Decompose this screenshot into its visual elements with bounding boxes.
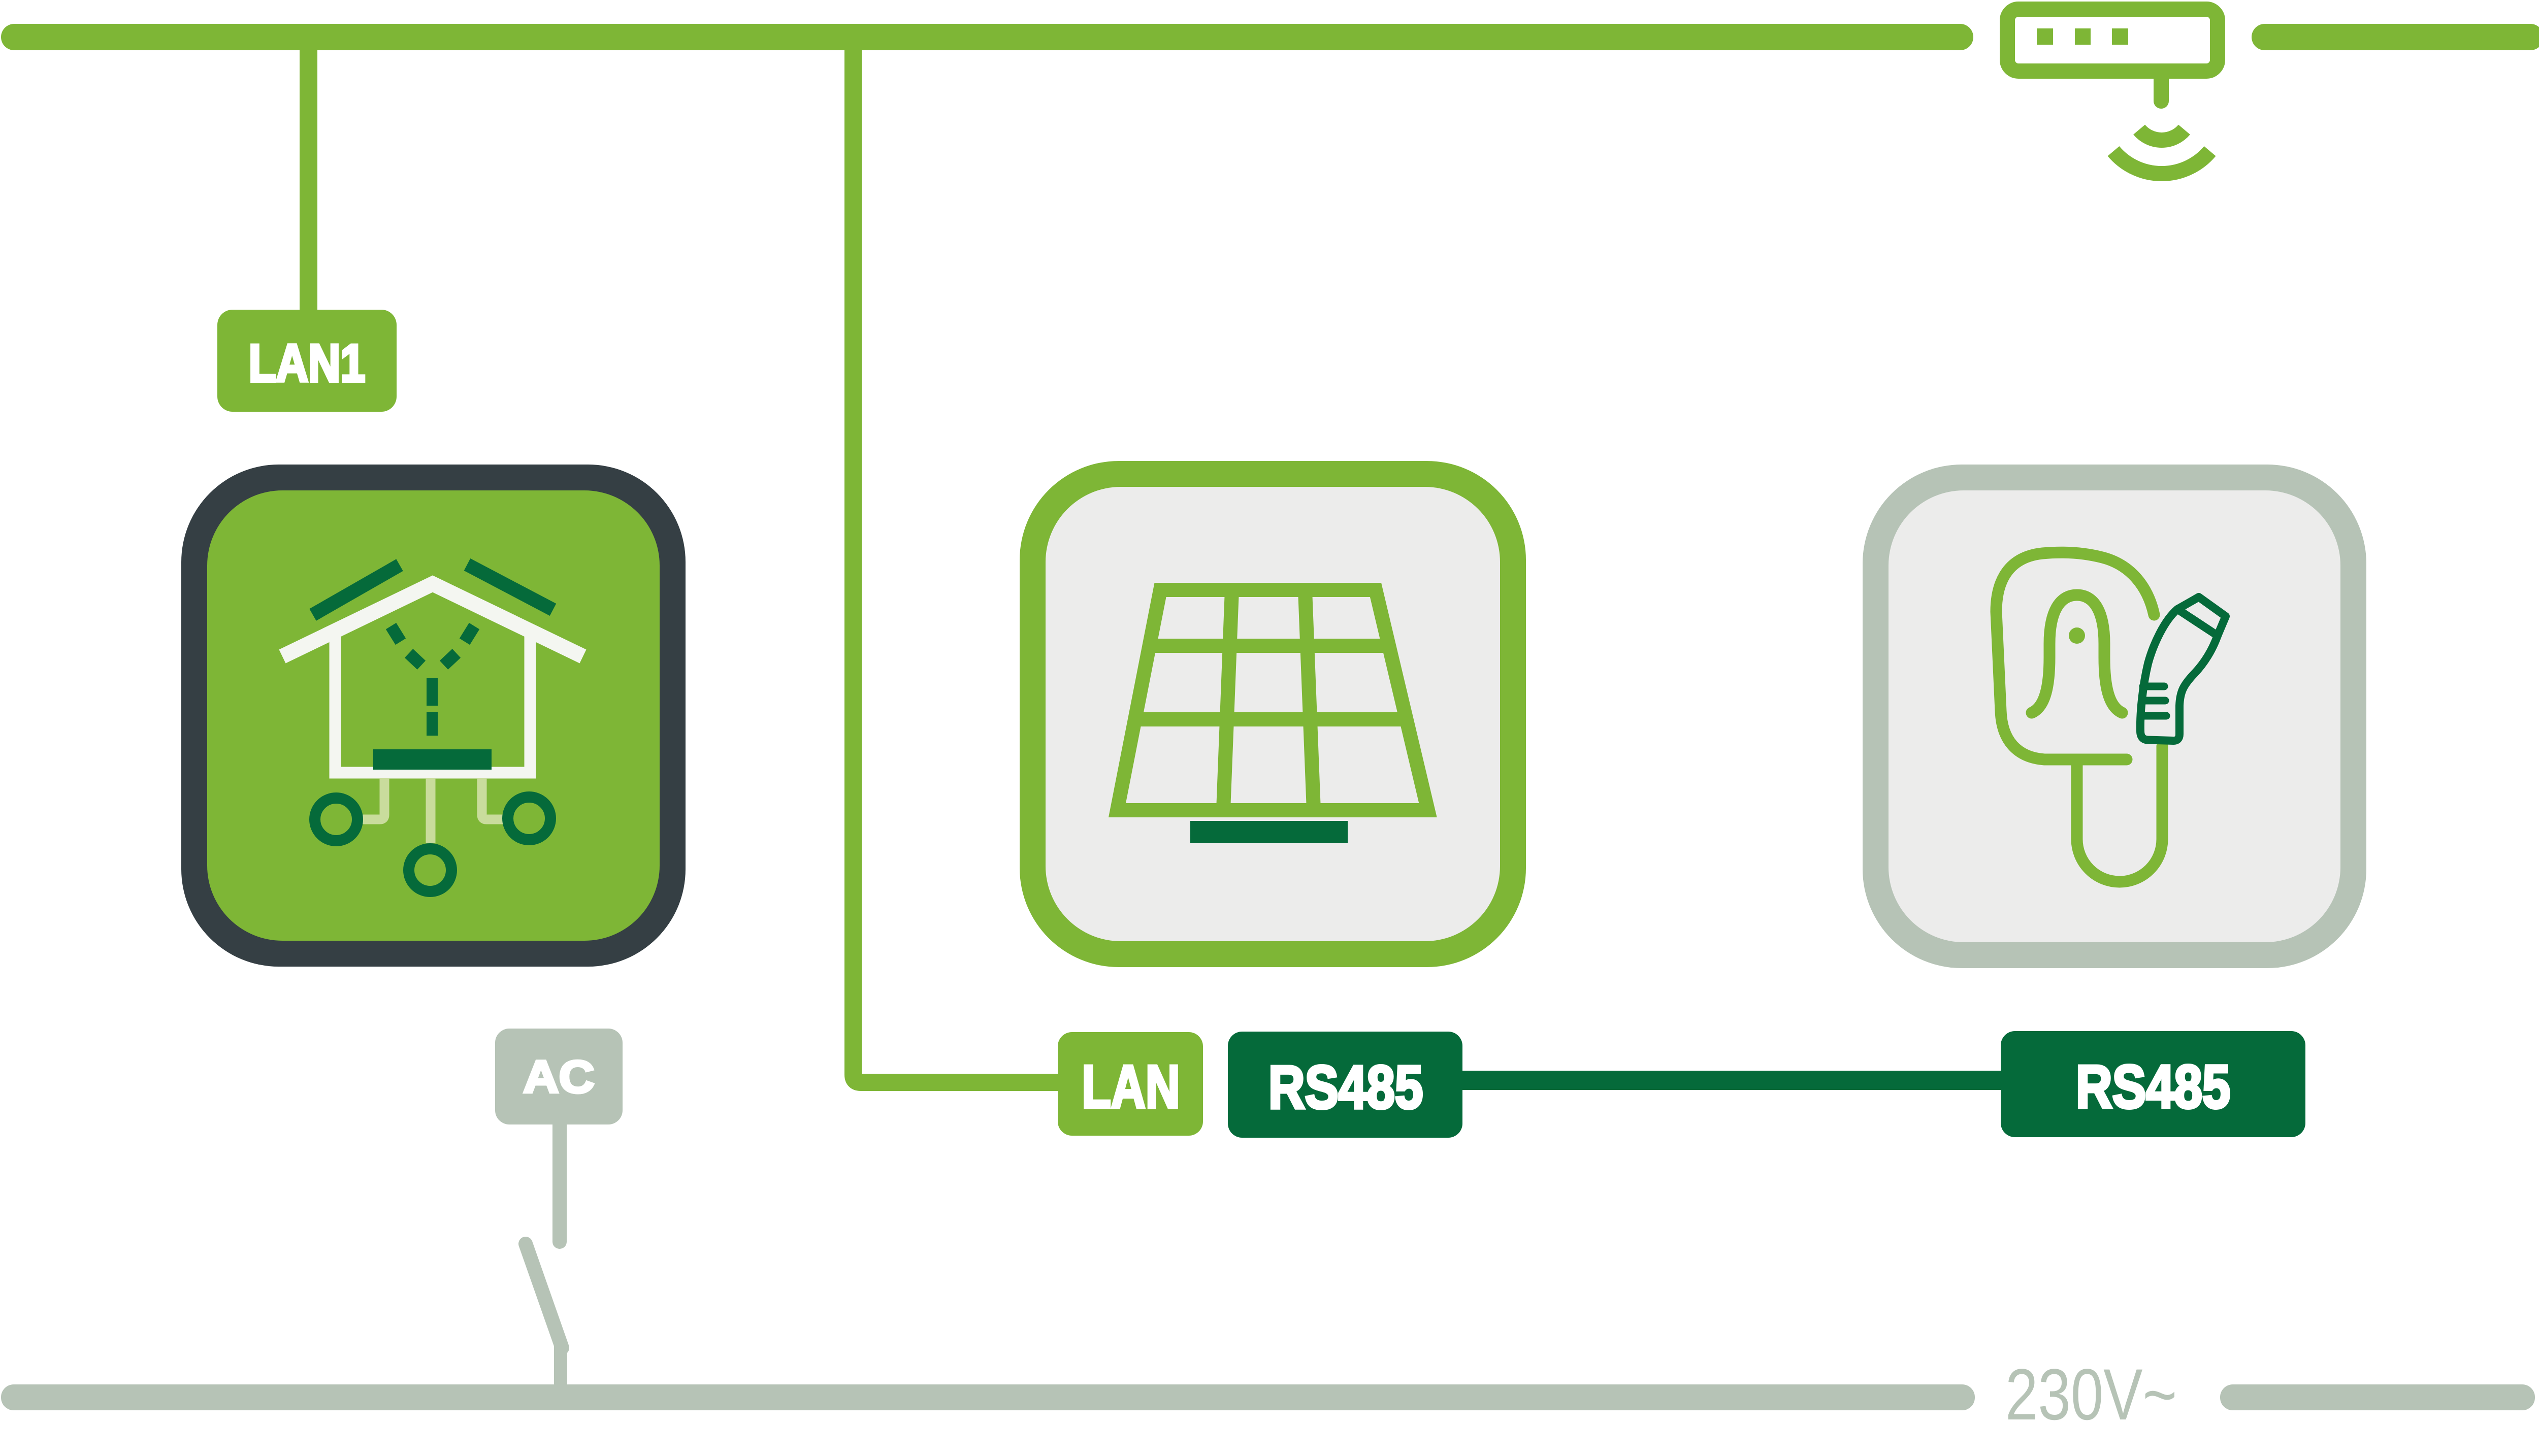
svg-text:RS485: RS485 (1268, 1053, 1423, 1121)
svg-text:LAN: LAN (1082, 1052, 1180, 1121)
svg-text:AC: AC (523, 1051, 594, 1102)
svg-text:RS485: RS485 (2076, 1053, 2231, 1121)
svg-text:230V~: 230V~ (2005, 1353, 2177, 1435)
svg-text:LAN1: LAN1 (249, 334, 365, 393)
